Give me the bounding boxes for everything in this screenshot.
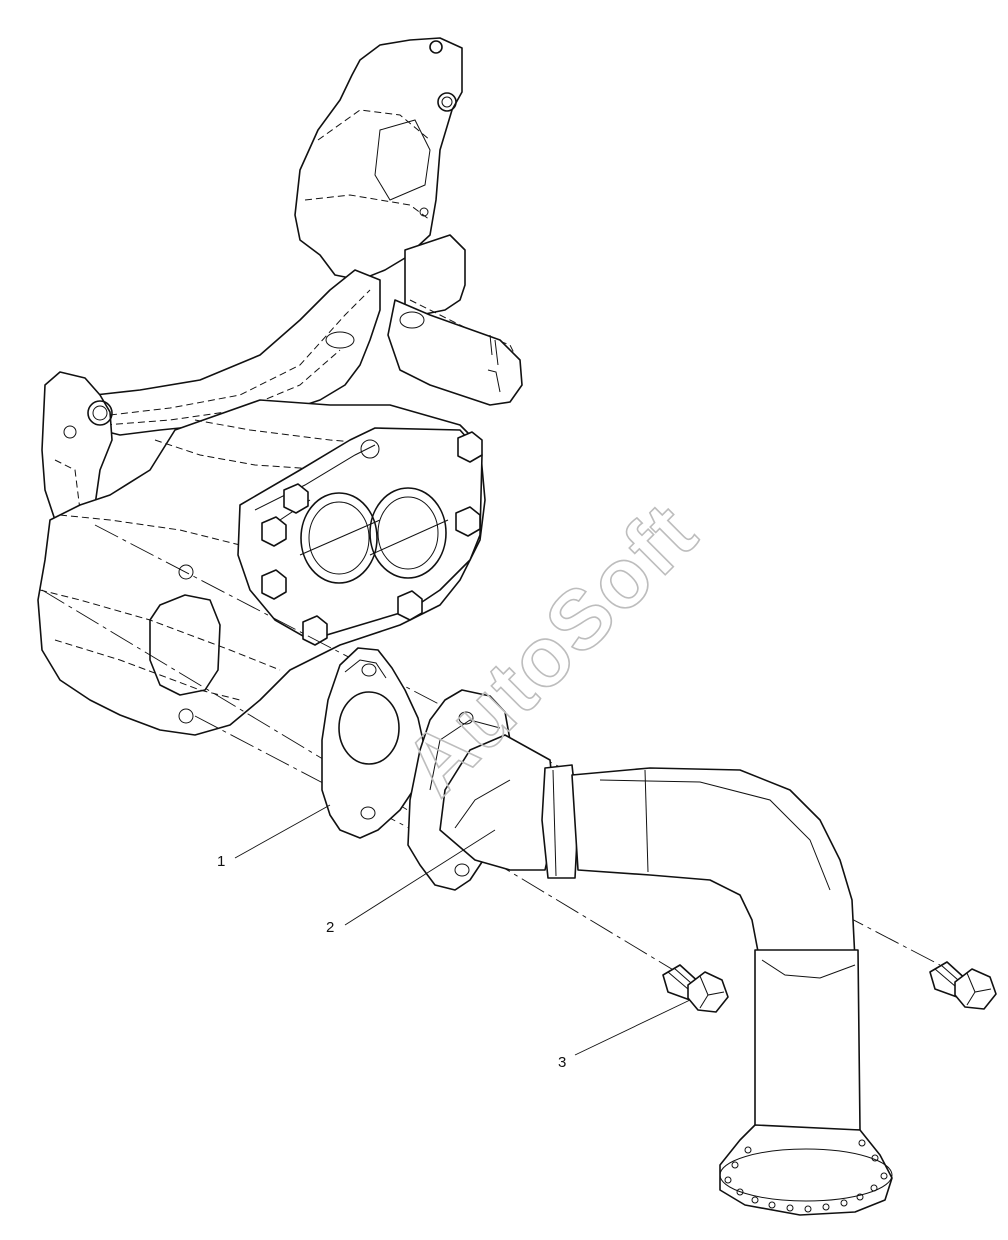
suction-pipe (407, 689, 893, 1216)
callout-2: 2 (326, 919, 334, 936)
flange-bolt-right (929, 961, 997, 1010)
gasket (321, 647, 425, 839)
callout-leaders (234, 804, 691, 1056)
flange-bolt-left (662, 964, 729, 1013)
oil-pump-housing (37, 37, 523, 736)
callout-3: 3 (558, 1054, 566, 1071)
callout-1: 1 (217, 853, 225, 870)
